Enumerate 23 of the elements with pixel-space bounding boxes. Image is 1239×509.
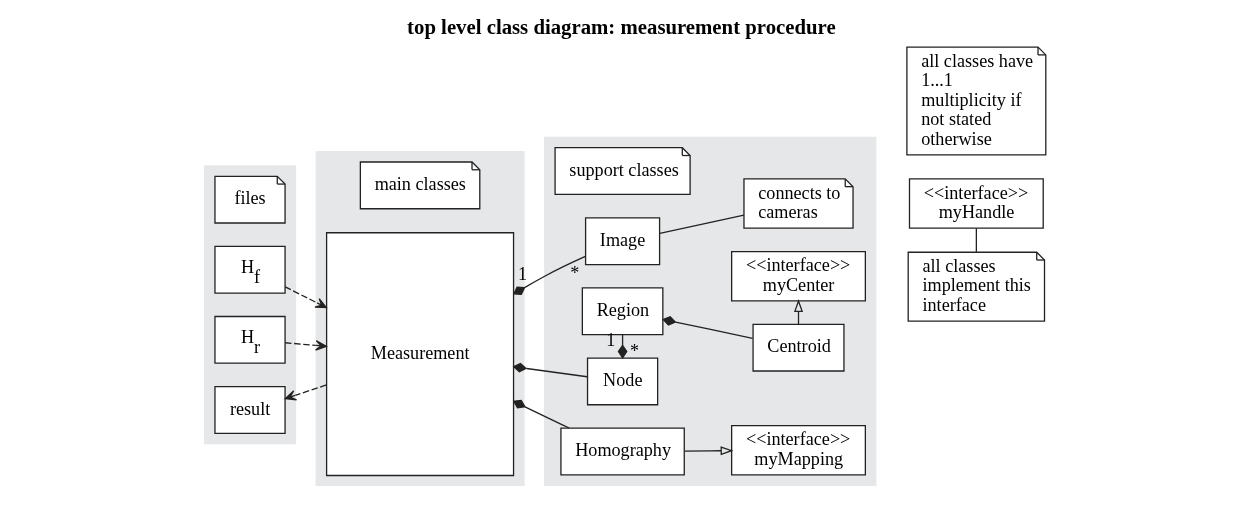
node-box: result <box>213 385 286 434</box>
node-box: Measurement <box>325 232 514 477</box>
diagram-title: top level class diagram: measurement procedure <box>406 14 836 38</box>
label: * <box>569 263 579 284</box>
node-box: Centroid <box>751 323 845 372</box>
arrow <box>284 384 327 401</box>
node-box: Image <box>584 217 660 266</box>
node-box: <<interface>> myCenter <box>730 250 866 302</box>
arrow <box>683 446 734 456</box>
node-box: Node <box>586 357 658 406</box>
node-box: Homography <box>559 427 685 476</box>
connector <box>512 399 570 429</box>
connector <box>512 255 586 295</box>
connector <box>512 362 588 378</box>
cluster <box>543 136 876 486</box>
arrow <box>284 340 327 351</box>
connector <box>658 214 745 235</box>
connector <box>661 316 753 339</box>
node-box: <<interface>> myMapping <box>730 424 866 476</box>
connector <box>975 227 977 253</box>
label: 1 <box>517 263 527 284</box>
node-box: <<interface>> myHandle <box>908 178 1044 229</box>
arrow <box>284 286 327 309</box>
